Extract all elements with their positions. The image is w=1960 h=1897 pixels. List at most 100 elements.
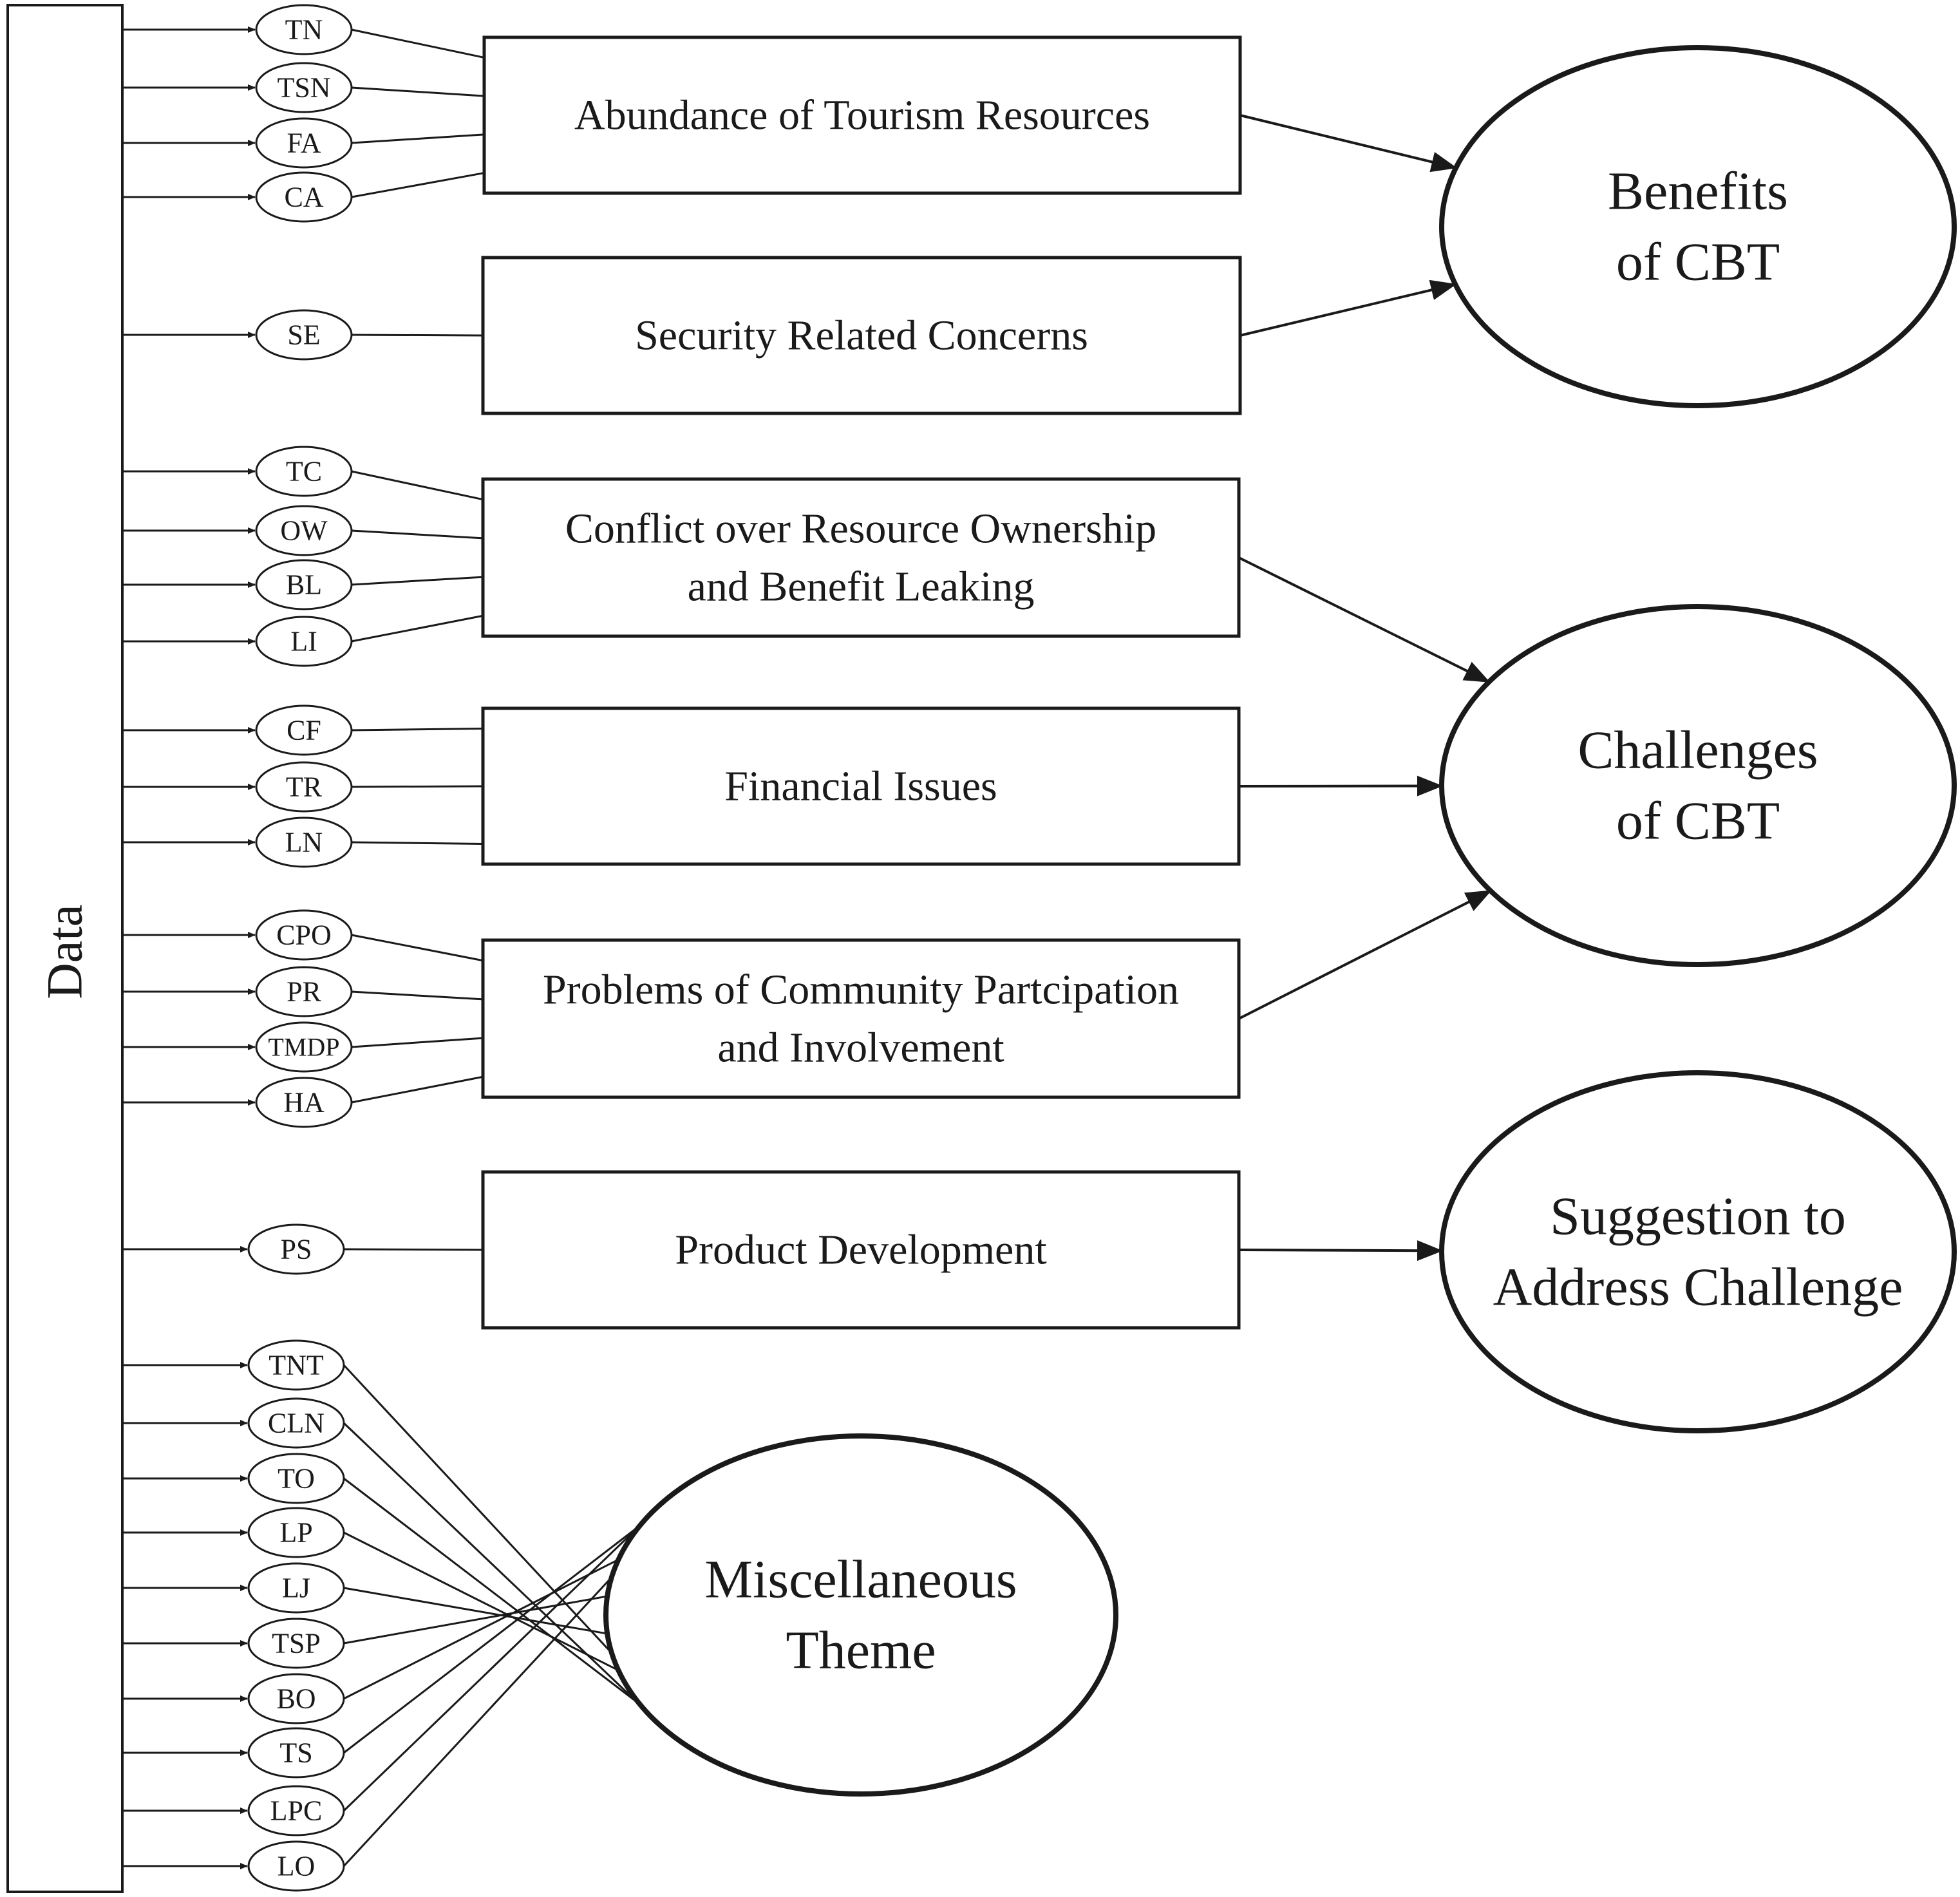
code-link-tmdp <box>351 1037 484 1048</box>
code-node-tsn: TSN <box>255 62 353 113</box>
category-label-line: Abundance of Tourism Resources <box>574 92 1150 139</box>
theme-ellipse <box>1439 1070 1957 1433</box>
code-ellipse <box>247 1727 345 1779</box>
code-label: BL <box>286 569 322 601</box>
code-label: TR <box>286 771 323 803</box>
category-label-line: Problems of Community Partcipation <box>543 967 1179 1014</box>
code-link-ln <box>351 841 484 845</box>
code-label: CLN <box>268 1408 325 1439</box>
category-rect <box>481 1170 1241 1330</box>
code-label: TSP <box>272 1628 321 1659</box>
code-link-ps <box>343 1248 484 1251</box>
code-node-lj: LJ <box>247 1562 345 1614</box>
code-label: TMDP <box>268 1033 339 1062</box>
code-ellipse <box>255 505 353 556</box>
code-label: LN <box>285 827 323 858</box>
code-ellipse <box>255 616 353 667</box>
code-to-category-lines <box>343 28 712 1867</box>
code-node-cf: CF <box>255 704 353 756</box>
code-label: PR <box>287 976 321 1008</box>
code-nodes: TNTSNFACASETCOWBLLICFTRLNCPOPRTMDPHAPSTN… <box>247 4 353 1892</box>
code-node-tsp: TSP <box>247 1618 345 1669</box>
category-rect <box>481 706 1241 866</box>
code-label: OW <box>280 515 328 547</box>
data-bar <box>6 4 124 1893</box>
code-node-pr: PR <box>255 966 353 1017</box>
code-link-cln <box>343 1422 672 1736</box>
code-node-tc: TC <box>255 446 353 497</box>
code-ellipse <box>247 1397 345 1449</box>
code-node-ps: PS <box>247 1223 345 1275</box>
code-link-bo <box>343 1558 619 1700</box>
code-link-lp <box>343 1531 619 1672</box>
theme-label-line: Challenges <box>1578 721 1818 780</box>
code-link-tsn <box>351 86 485 97</box>
data-source: Data <box>6 4 124 1893</box>
theme-label-line: Miscellaneous <box>704 1550 1017 1610</box>
code-label: TS <box>279 1737 312 1769</box>
code-link-ca <box>351 172 485 198</box>
code-ellipse <box>247 1840 345 1892</box>
category-rect <box>481 477 1241 638</box>
code-label: TO <box>278 1463 315 1495</box>
code-ellipse <box>255 909 353 961</box>
code-link-tn <box>351 28 485 59</box>
code-label: TC <box>286 456 322 487</box>
theme-arrow-security-to-benefits <box>1239 279 1457 337</box>
theme-arrow-conflict-to-challenges <box>1238 556 1491 683</box>
code-node-tr: TR <box>255 761 353 813</box>
code-link-fa <box>351 133 485 144</box>
code-label: LJ <box>282 1572 310 1604</box>
code-link-bl <box>351 576 484 586</box>
code-label: TNT <box>269 1350 324 1381</box>
code-label: BO <box>276 1683 316 1715</box>
code-label: LI <box>290 626 317 657</box>
code-label: TN <box>285 14 323 46</box>
code-link-pr <box>351 990 484 1001</box>
code-node-to: TO <box>247 1453 345 1504</box>
category-box-product: Product Development <box>481 1170 1241 1330</box>
code-node-ts: TS <box>247 1727 345 1779</box>
code-node-fa: FA <box>255 117 353 169</box>
code-ellipse <box>255 1021 353 1073</box>
code-ellipse <box>247 1562 345 1614</box>
category-label-line: Product Development <box>675 1227 1046 1274</box>
theme-arrow-problems-to-challenges <box>1238 889 1492 1020</box>
theme-arrow-product-to-suggestion <box>1238 1240 1444 1261</box>
theme-label-line: Theme <box>786 1621 936 1681</box>
code-link-tr <box>351 785 484 788</box>
code-label: TSN <box>277 72 330 104</box>
code-node-lpc: LPC <box>247 1785 345 1836</box>
code-ellipse <box>255 117 353 169</box>
data-to-code-arrows <box>122 26 256 1869</box>
code-ellipse <box>247 1453 345 1504</box>
code-node-ha: HA <box>255 1077 353 1128</box>
code-link-ts <box>343 1524 641 1754</box>
code-link-tc <box>351 470 484 501</box>
category-box-abundance: Abundance of Tourism Resources <box>482 35 1242 195</box>
category-to-theme-arrows <box>1238 114 1492 1261</box>
code-label: LO <box>278 1851 316 1882</box>
code-label: SE <box>287 319 320 351</box>
category-label-line: Financial Issues <box>724 763 997 810</box>
code-label: HA <box>283 1087 325 1118</box>
code-ellipse <box>255 559 353 610</box>
category-rect <box>481 256 1242 415</box>
category-box-security: Security Related Concerns <box>481 256 1242 415</box>
code-ellipse <box>255 309 353 361</box>
theme-label-line: Address Challenge <box>1493 1258 1903 1317</box>
theme-label-line: Benefits <box>1608 162 1788 222</box>
code-node-ca: CA <box>255 171 353 223</box>
code-ellipse <box>255 62 353 113</box>
code-node-tn: TN <box>255 4 353 55</box>
code-ellipse <box>255 704 353 756</box>
code-label: LPC <box>270 1795 323 1827</box>
code-link-li <box>351 614 484 643</box>
code-link-tsp <box>343 1595 608 1645</box>
code-ellipse <box>255 816 353 868</box>
